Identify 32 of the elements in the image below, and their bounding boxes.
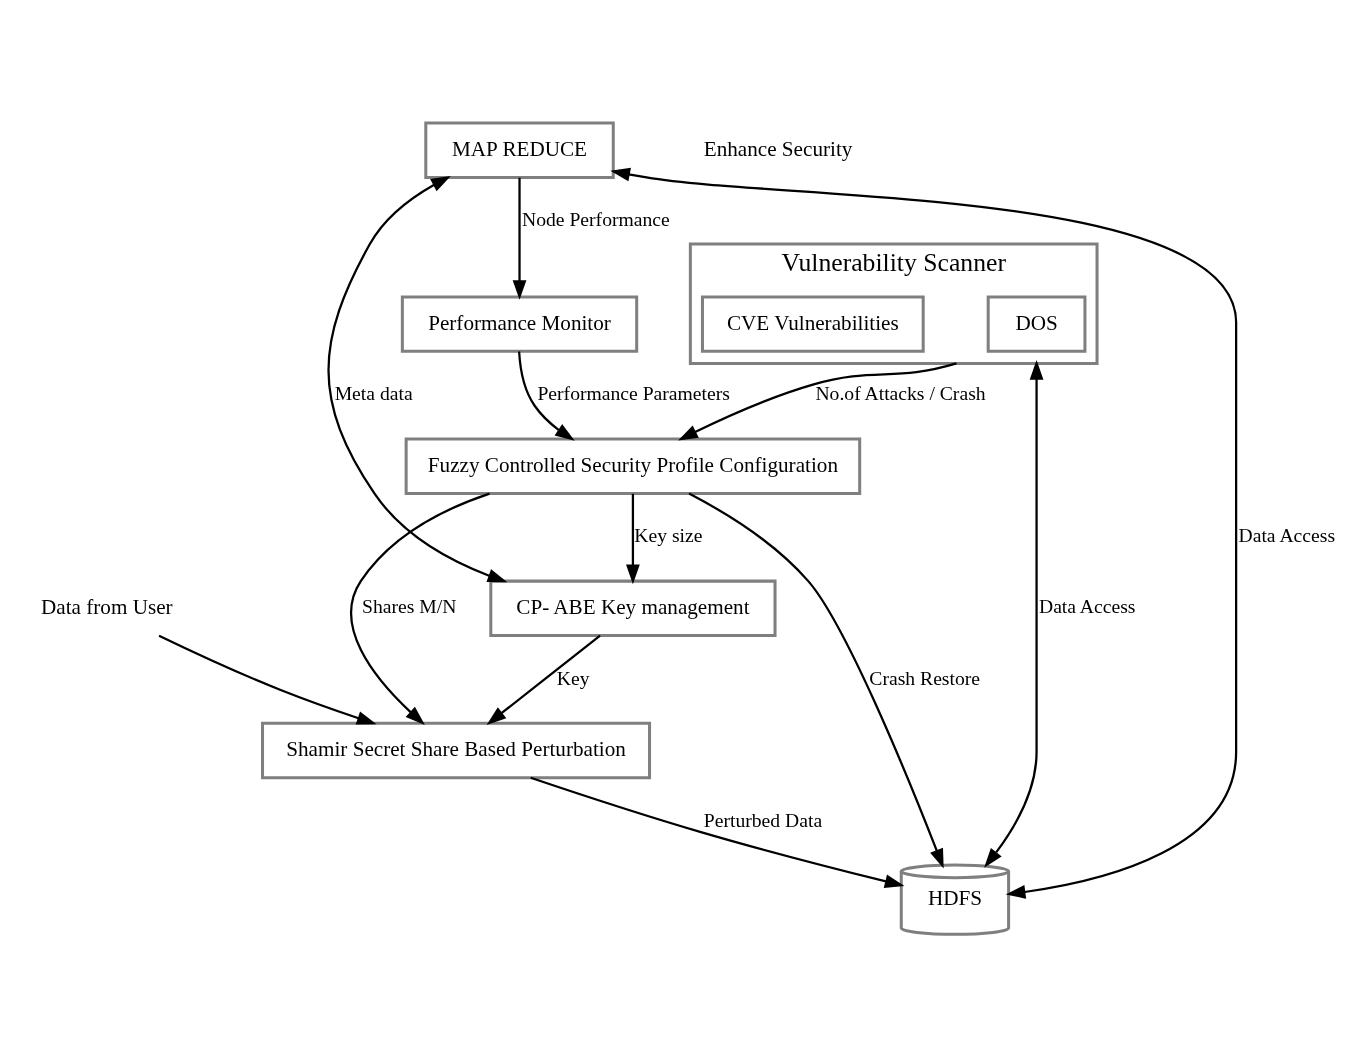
edge-label: Node Performance — [521, 207, 670, 230]
arrow — [518, 350, 575, 441]
edge-label: Key size — [634, 523, 703, 546]
node-box: Performance Monitor — [400, 294, 639, 353]
edge-label: Data Access — [1238, 523, 1336, 546]
arrow — [530, 776, 905, 888]
node-box: CP- ABE Key management — [489, 579, 777, 637]
edge-label: No.of Attacks / Crash — [815, 381, 986, 404]
edge-label: Shares M/N — [361, 594, 457, 617]
arrow — [486, 634, 601, 725]
edge-label: Performance Parameters — [537, 381, 730, 404]
arrow — [158, 634, 377, 725]
node-box: Fuzzy Controlled Security Profile Configuration — [404, 437, 862, 495]
node-box: Shamir Secret Share Based Perturbation — [261, 721, 652, 779]
edge-label: Meta data — [334, 381, 413, 404]
label: Enhance Security — [703, 136, 853, 161]
edge-label: Crash Restore — [869, 666, 981, 689]
arrow — [512, 177, 527, 300]
arrow — [984, 359, 1044, 868]
arrow — [350, 492, 490, 725]
edge-label: Perturbed Data — [703, 808, 823, 831]
arrow — [688, 492, 944, 868]
node-box: MAP REDUCE — [424, 121, 615, 179]
node-box: CVE Vulnerabilities — [700, 294, 925, 353]
arrow — [327, 175, 508, 582]
node-box: DOS — [986, 294, 1087, 353]
arrow — [610, 167, 1238, 899]
edge-label: Data Access — [1038, 594, 1136, 617]
arrow — [678, 361, 957, 440]
edge-label: Key — [556, 666, 590, 689]
arrow — [626, 493, 640, 584]
node-text: Data from User — [41, 594, 173, 619]
